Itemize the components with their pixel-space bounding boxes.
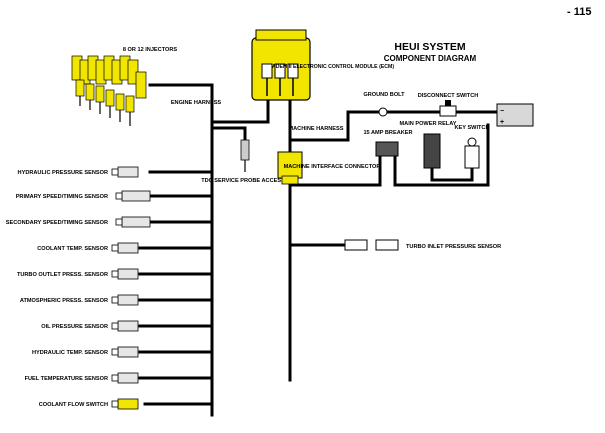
turbo-inlet-sensor-icon <box>344 239 399 251</box>
sensor-label: HYDRAULIC TEMP. SENSOR <box>32 350 108 356</box>
sensor-label: PRIMARY SPEED/TIMING SENSOR <box>16 194 108 200</box>
battery-minus: − <box>500 108 504 115</box>
sensor-label: TURBO OUTLET PRESS. SENSOR <box>17 272 108 278</box>
machine-harness-label: MACHINE HARNESS <box>288 126 343 132</box>
speed-timing-sensor-icon <box>115 190 151 202</box>
ecm-label: ADEM II ELECTRONIC CONTROL MODULE (ECM) <box>272 64 394 70</box>
key-switch-label: KEY SWITCH <box>454 125 489 131</box>
sensor-item: TURBO OUTLET PRESS. SENSOR <box>17 268 139 280</box>
engine-harness-label: ENGINE HARNESS <box>171 100 222 106</box>
battery-icon <box>496 103 534 127</box>
breaker-label: 15 AMP BREAKER <box>363 130 412 136</box>
sensor-item: FUEL TEMPERATURE SENSOR <box>25 372 139 384</box>
battery-plus: + <box>500 119 504 126</box>
pressure-sensor-icon <box>111 320 139 332</box>
pressure-sensor-icon <box>111 294 139 306</box>
diagram-title: HEUI SYSTEM <box>394 41 465 53</box>
sensor-label: FUEL TEMPERATURE SENSOR <box>25 376 108 382</box>
injectors-label: 8 OR 12 INJECTORS <box>123 47 178 53</box>
page-number: - 115 <box>567 6 591 18</box>
sensor-label: ATMOSPHERIC PRESS. SENSOR <box>20 298 108 304</box>
tdc-probe-icon <box>240 139 250 172</box>
ground-bolt-label: GROUND BOLT <box>363 92 405 98</box>
temperature-sensor-icon <box>111 242 139 254</box>
sensor-label: SECONDARY SPEED/TIMING SENSOR <box>6 220 108 226</box>
diagram-subtitle: COMPONENT DIAGRAM <box>384 54 477 63</box>
sensor-item: HYDRAULIC PRESSURE SENSOR <box>18 166 139 178</box>
sensor-label: HYDRAULIC PRESSURE SENSOR <box>18 170 108 176</box>
main-power-relay-icon <box>423 133 441 169</box>
ground-bolt-icon <box>378 107 388 117</box>
sensor-label: COOLANT TEMP. SENSOR <box>37 246 108 252</box>
sensor-label: OIL PRESSURE SENSOR <box>41 324 108 330</box>
sensor-item: HYDRAULIC TEMP. SENSOR <box>32 346 139 358</box>
sensor-item: ATMOSPHERIC PRESS. SENSOR <box>20 294 139 306</box>
sensor-list: HYDRAULIC PRESSURE SENSOR PRIMARY SPEED/T… <box>6 166 151 410</box>
machine-interface-connector-icon <box>277 151 303 185</box>
sensor-item: SECONDARY SPEED/TIMING SENSOR <box>6 216 151 228</box>
injectors-icon <box>71 55 147 126</box>
breaker-icon <box>375 141 399 157</box>
turbo-inlet-label: TURBO INLET PRESSURE SENSOR <box>406 244 501 250</box>
machine-interface-label: MACHINE INTERFACE CONNECTOR <box>284 164 381 170</box>
sensor-item: COOLANT TEMP. SENSOR <box>37 242 139 254</box>
temperature-sensor-icon <box>111 372 139 384</box>
pressure-sensor-icon <box>111 268 139 280</box>
ecm-icon <box>251 29 311 101</box>
sensor-item: COOLANT FLOW SWITCH <box>39 398 139 410</box>
sensor-label: COOLANT FLOW SWITCH <box>39 402 108 408</box>
tdc-label: TDC SERVICE PROBE ACCESS <box>201 178 285 184</box>
wiring <box>138 83 499 417</box>
key-switch-icon <box>464 137 480 169</box>
sensor-item: PRIMARY SPEED/TIMING SENSOR <box>16 190 151 202</box>
disconnect-switch-icon <box>439 100 457 117</box>
flow-switch-icon <box>111 398 139 410</box>
main-relay-label: MAIN POWER RELAY <box>400 121 457 127</box>
sensor-item: OIL PRESSURE SENSOR <box>41 320 139 332</box>
pressure-sensor-icon <box>111 166 139 178</box>
temperature-sensor-icon <box>111 346 139 358</box>
speed-timing-sensor-icon <box>115 216 151 228</box>
disconnect-switch-label: DISCONNECT SWITCH <box>418 93 479 99</box>
